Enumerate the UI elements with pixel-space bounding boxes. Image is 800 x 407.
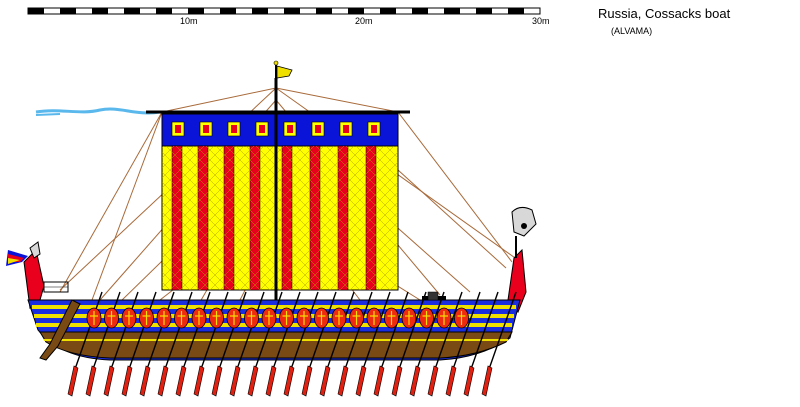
oar [157, 291, 193, 397]
scale-tick-30m: 30m [532, 16, 550, 26]
shield [384, 307, 399, 329]
shield [436, 307, 452, 329]
shield [454, 307, 469, 329]
oar [337, 291, 373, 397]
oar [247, 291, 283, 397]
shield [261, 307, 277, 329]
oar [175, 291, 211, 397]
bow-ornament [511, 206, 537, 258]
scale-bar [27, 7, 541, 15]
oar [355, 291, 391, 397]
mast-flag [273, 60, 293, 80]
shield-row [86, 307, 469, 329]
oar [319, 291, 355, 397]
oar [373, 291, 409, 397]
oar [427, 291, 463, 397]
oar [139, 291, 175, 397]
oar [391, 291, 427, 397]
oar-row [67, 291, 517, 397]
page-title: Russia, Cossacks boat [598, 6, 731, 21]
shield [419, 307, 434, 329]
shield [366, 307, 382, 329]
steering-oar [39, 299, 81, 361]
shield [86, 307, 102, 329]
oar [121, 291, 157, 397]
oar [229, 291, 265, 397]
oar [409, 291, 445, 397]
shield [331, 307, 347, 329]
oar [445, 291, 481, 397]
oar [265, 291, 301, 397]
shield [226, 307, 242, 329]
shield [156, 307, 172, 329]
oar [211, 291, 247, 397]
shield [174, 307, 189, 329]
shield [121, 307, 137, 329]
sail [161, 113, 399, 291]
oar [85, 291, 121, 397]
shield [139, 307, 154, 329]
oar [481, 291, 517, 397]
pennant-streamer [35, 107, 161, 115]
shield [401, 307, 417, 329]
oar [301, 291, 337, 397]
shield [349, 307, 364, 329]
oar [193, 291, 229, 397]
shield [209, 307, 224, 329]
bow-cannon [422, 291, 446, 301]
shield [191, 307, 207, 329]
scale-tick-10m: 10m [180, 16, 198, 26]
scale-tick-20m: 20m [355, 16, 373, 26]
shield [279, 307, 294, 329]
shield [104, 307, 119, 329]
shield [314, 307, 329, 329]
oar [103, 291, 139, 397]
page-subtitle: (ALVAMA) [611, 26, 653, 36]
oar [463, 291, 499, 397]
oar [67, 291, 103, 397]
shield [296, 307, 312, 329]
oar [283, 291, 319, 397]
stern-platform [43, 281, 69, 293]
shield [244, 307, 259, 329]
stern-ornament [6, 241, 41, 266]
